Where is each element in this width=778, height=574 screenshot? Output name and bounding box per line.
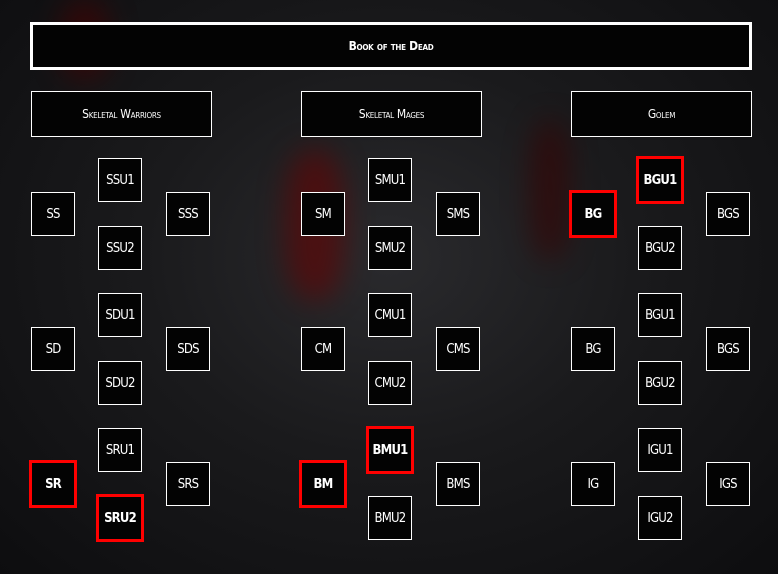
skill-node-upgrade1[interactable]: BGU1 [638,293,682,337]
skill-node-upgrade1[interactable]: SSU1 [98,158,142,202]
skill-node-upgrade1[interactable]: SMU1 [368,158,412,202]
skill-node-special[interactable]: SRS [166,462,210,506]
skill-node-special[interactable]: BGS [706,327,750,371]
background-red-glow [530,120,570,260]
skill-node-upgrade2[interactable]: SMU2 [368,226,412,270]
skill-node-upgrade2[interactable]: SRU2 [96,494,144,542]
skill-node-upgrade1[interactable]: BGU1 [636,156,684,204]
skill-node-special[interactable]: BMS [436,462,480,506]
skill-node-upgrade2[interactable]: SSU2 [98,226,142,270]
skill-node-upgrade2[interactable]: BGU2 [638,226,682,270]
skill-node-special[interactable]: CMS [436,327,480,371]
skill-node-upgrade2[interactable]: BMU2 [368,496,412,540]
group-header-golem[interactable]: Golem [571,91,752,137]
skill-node-base[interactable]: SM [301,192,345,236]
skill-node-base[interactable]: CM [301,327,345,371]
skill-node-special[interactable]: SDS [166,327,210,371]
skill-node-upgrade1[interactable]: CMU1 [368,293,412,337]
skill-node-upgrade1[interactable]: SRU1 [98,428,142,472]
skill-node-upgrade2[interactable]: CMU2 [368,361,412,405]
skill-node-base[interactable]: SR [29,460,77,508]
group-header-skeletal-warriors[interactable]: Skeletal Warriors [31,91,212,137]
skill-node-base[interactable]: SD [31,327,75,371]
skill-node-base[interactable]: BG [569,190,617,238]
skill-node-upgrade2[interactable]: SDU2 [98,361,142,405]
skill-node-upgrade2[interactable]: IGU2 [638,496,682,540]
skill-node-base[interactable]: BG [571,327,615,371]
skill-node-base[interactable]: BM [299,460,347,508]
group-header-skeletal-mages[interactable]: Skeletal Mages [301,91,482,137]
skill-node-upgrade1[interactable]: SDU1 [98,293,142,337]
skill-node-upgrade1[interactable]: BMU1 [366,426,414,474]
skill-node-special[interactable]: SSS [166,192,210,236]
skill-node-base[interactable]: SS [31,192,75,236]
skill-node-base[interactable]: IG [571,462,615,506]
skill-node-special[interactable]: BGS [706,192,750,236]
skill-node-special[interactable]: IGS [706,462,750,506]
skill-node-special[interactable]: SMS [436,192,480,236]
skill-node-upgrade1[interactable]: IGU1 [638,428,682,472]
skill-node-upgrade2[interactable]: BGU2 [638,361,682,405]
book-title: Book of the Dead [30,22,752,70]
